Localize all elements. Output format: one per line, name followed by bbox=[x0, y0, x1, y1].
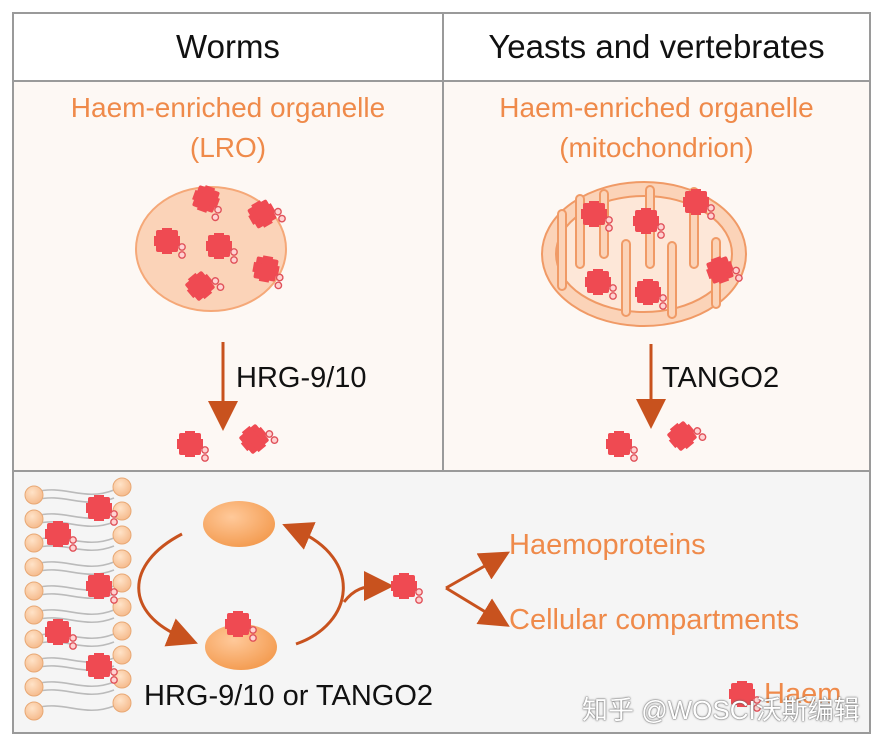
lro-released-haem bbox=[176, 416, 280, 462]
header-worms: Worms bbox=[176, 28, 280, 65]
mitochondrion-title-line2: (mitochondrion) bbox=[559, 132, 754, 163]
lro-title-line1: Haem-enriched organelle bbox=[70, 92, 386, 123]
mitochondrion-transporter-label: TANGO2 bbox=[662, 362, 780, 394]
lro-transporter-label: HRG-9/10 bbox=[236, 362, 367, 394]
divider-vertical bbox=[442, 14, 444, 470]
divider-bottom bbox=[14, 470, 869, 472]
watermark: 知乎 @WOSCI沃斯编辑 bbox=[582, 695, 860, 725]
mitochondrion-organelle bbox=[541, 181, 747, 327]
mitochondrion-title-line1: Haem-enriched organelle bbox=[499, 92, 814, 123]
transport-cycle bbox=[137, 501, 511, 670]
diagram-artwork bbox=[24, 181, 761, 721]
legend-haem-label: Haem bbox=[764, 678, 842, 710]
cycle-transporter-label: HRG-9/10 or TANGO2 bbox=[144, 680, 434, 712]
membrane-bilayer bbox=[24, 477, 132, 721]
haem-transport-panel bbox=[14, 472, 869, 732]
lro-title-line2: (LRO) bbox=[189, 132, 267, 163]
destination-cellular-compartments: Cellular compartments bbox=[509, 604, 800, 636]
header-yeasts-vertebrates: Yeasts and vertebrates bbox=[488, 28, 825, 65]
mitochondrion-title: Haem-enriched organelle (mitochondrion) bbox=[444, 88, 869, 168]
lro-title: Haem-enriched organelle (LRO) bbox=[14, 88, 442, 168]
lro-organelle bbox=[135, 181, 288, 312]
figure-frame: Worms Yeasts and vertebrates Haem-enrich… bbox=[12, 12, 871, 734]
destination-haemoproteins: Haemoproteins bbox=[509, 529, 706, 561]
transporter-empty bbox=[203, 501, 275, 547]
transporter-loaded bbox=[205, 624, 277, 670]
mitochondrion-released-haem bbox=[605, 413, 708, 462]
divider-header bbox=[14, 80, 869, 82]
